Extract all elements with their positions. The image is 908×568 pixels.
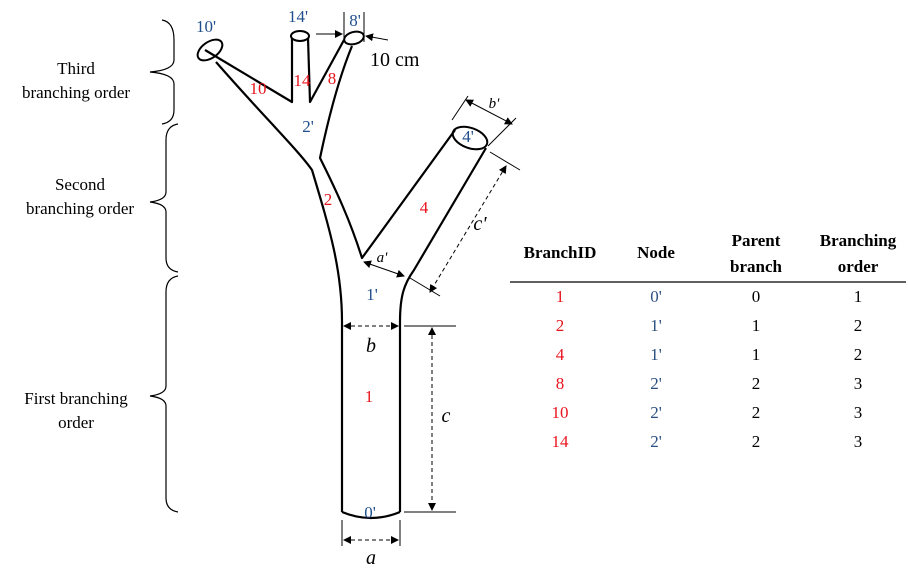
table-cell-order: 3 [854,403,863,422]
brace-second-order [149,123,179,273]
brace-first-order [149,275,179,513]
tree-outline [204,37,487,520]
node-14-label: 14' [288,7,308,26]
first-order-label-line2: order [58,413,94,432]
dim-b-label: b [366,335,376,357]
table-header-parent-line1: Parent [732,231,781,250]
node-4-label: 4' [462,127,474,146]
first-order-label-line1: First branching [24,389,128,408]
dim-c-prime-ext-top [489,151,521,171]
branch-8-label: 8 [328,69,337,88]
table-cell-order: 1 [854,287,863,306]
branch-1-label: 1 [365,387,374,406]
table-cell-branchid: 2 [556,316,565,335]
dim-c-label: c [442,405,451,427]
table-cell-parent: 1 [752,345,761,364]
third-order-label-line1: Third [57,59,95,78]
table-header-branchid: BranchID [524,243,597,262]
table-cell-branchid: 1 [556,287,565,306]
table-cell-parent: 2 [752,432,761,451]
node-1-label: 1' [366,285,378,304]
table-header-order-line2: order [838,257,879,276]
node-14-end [290,30,310,42]
scale-label: 10 cm [370,49,420,71]
table-cell-order: 3 [854,432,863,451]
dim-c-prime-label: c' [473,213,487,235]
dim-a-prime-arrow [363,260,405,278]
table-cell-order: 2 [854,345,863,364]
node-2-label: 2' [302,117,314,136]
table-cell-node: 2' [650,374,662,393]
dim-b-prime-ext-left [451,95,469,121]
dim-c-prime-ext-bottom [409,277,441,297]
table-cell-parent: 2 [752,374,761,393]
table-cell-node: 1' [650,316,662,335]
node-4-end [451,125,489,151]
node-0-label: 0' [364,503,376,522]
table-cell-node: 2' [650,432,662,451]
table-cell-node: 0' [650,287,662,306]
table-row: 8 2' 2 3 [556,374,863,393]
dim-c-prime-arrow [429,165,507,293]
branch-10-label: 10 [250,79,267,98]
table-cell-parent: 0 [752,287,761,306]
table-cell-branchid: 8 [556,374,565,393]
table-cell-parent: 1 [752,316,761,335]
branch-table: BranchID Node Parent branch Branching or… [510,231,906,451]
second-order-label-line1: Second [55,175,106,194]
dim-a-prime-label: a' [377,250,389,266]
dim-b-prime-arrow [465,99,513,125]
branch-14-label: 14 [294,71,312,90]
table-row: 2 1' 1 2 [556,316,863,335]
dim-a-label: a [366,547,376,568]
table-cell-parent: 2 [752,403,761,422]
node-8-end [343,30,365,46]
dim-b-prime-ext-right [487,117,517,147]
branch-4-label: 4 [420,198,429,217]
scale-arrow-right [365,33,389,42]
node-10-label: 10' [196,17,216,36]
table-cell-branchid: 4 [556,345,565,364]
table-row: 1 0' 0 1 [556,287,863,306]
table-cell-node: 1' [650,345,662,364]
dim-b-prime-label: b' [489,96,501,112]
second-order-label-line2: branching order [26,199,134,218]
table-row: 10 2' 2 3 [552,403,863,422]
table-row: 14 2' 2 3 [552,432,863,451]
table-row: 4 1' 1 2 [556,345,863,364]
table-header-node: Node [637,243,675,262]
node-8-label: 8' [349,11,361,30]
table-header-order-line1: Branching [820,231,897,250]
table-cell-branchid: 14 [552,432,570,451]
brace-third-order [149,19,175,125]
table-header-parent-line2: branch [730,257,783,276]
table-cell-order: 2 [854,316,863,335]
branch-2-label: 2 [324,190,333,209]
table-cell-branchid: 10 [552,403,569,422]
node-10-end [196,38,224,62]
table-cell-node: 2' [650,403,662,422]
table-cell-order: 3 [854,374,863,393]
third-order-label-line2: branching order [22,83,130,102]
